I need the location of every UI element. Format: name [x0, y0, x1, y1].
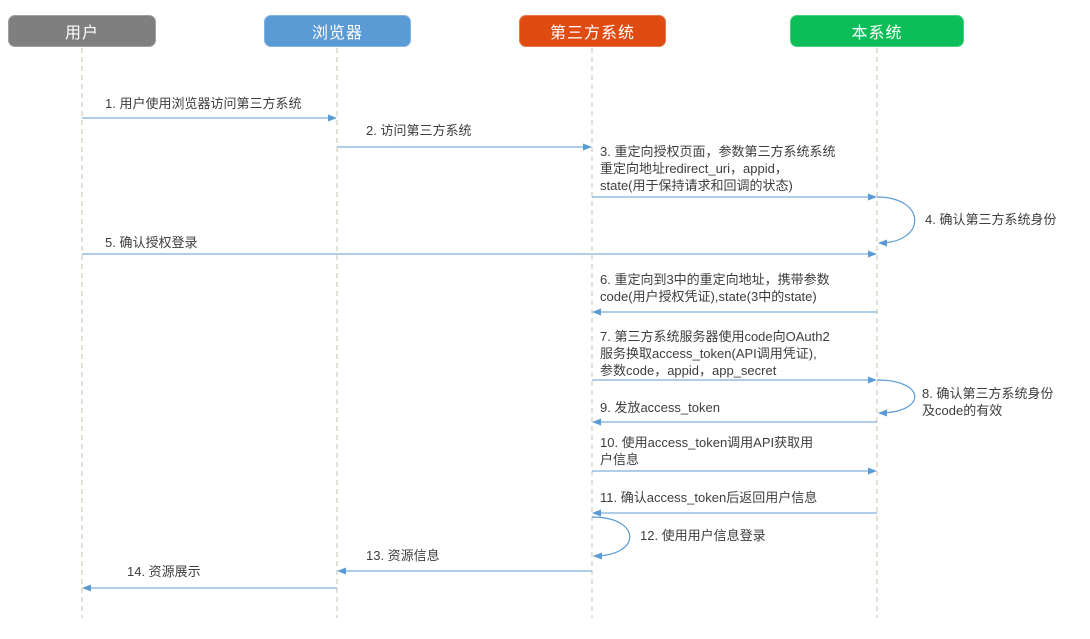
message-arrowhead-13 [337, 567, 346, 575]
message-label-10: 10. 使用access_token调用API获取用 户信息 [600, 435, 814, 467]
actor-label-third: 第三方系统 [549, 25, 635, 42]
message-label-11: 11. 确认access_token后返回用户信息 [600, 490, 818, 505]
message-label-3: 3. 重定向授权页面，参数第三方系统系统 重定向地址redirect_uri，a… [600, 144, 836, 193]
self-loop-12 [591, 516, 631, 557]
actor-box-user: 用户 [8, 15, 156, 47]
message-label-6: 6. 重定向到3中的重定向地址，携带参数 code(用户授权凭证),state(… [600, 272, 830, 304]
message-arrowhead-1 [328, 114, 337, 122]
message-arrowhead-9 [592, 418, 601, 426]
actor-box-system: 本系统 [790, 15, 964, 47]
actor-label-system: 本系统 [851, 25, 903, 42]
self-loop-arrowhead-4 [878, 239, 887, 247]
self-loop-arrowhead-12 [593, 552, 602, 560]
message-label-2: 2. 访问第三方系统 [366, 123, 472, 138]
message-arrowhead-7 [868, 376, 877, 384]
actor-box-browser: 浏览器 [264, 15, 411, 47]
message-label-14: 14. 资源展示 [127, 564, 201, 579]
message-arrowhead-6 [592, 308, 601, 316]
actor-label-user: 用户 [64, 25, 99, 42]
actor-label-browser: 浏览器 [311, 25, 363, 42]
message-arrowhead-14 [82, 584, 91, 592]
message-arrowhead-10 [868, 467, 877, 475]
message-label-13: 13. 资源信息 [366, 548, 440, 563]
message-arrowhead-2 [583, 143, 592, 151]
message-label-8: 8. 确认第三方系统身份 及code的有效 [922, 386, 1054, 418]
message-label-1: 1. 用户使用浏览器访问第三方系统 [105, 96, 302, 111]
actor-box-third: 第三方系统 [519, 15, 666, 47]
message-arrowhead-11 [592, 509, 601, 517]
message-label-5: 5. 确认授权登录 [105, 235, 198, 250]
self-loop-8 [876, 379, 916, 414]
message-label-12: 12. 使用用户信息登录 [640, 528, 766, 543]
message-arrowhead-5 [868, 250, 877, 258]
message-arrowhead-3 [868, 193, 877, 201]
message-label-9: 9. 发放access_token [600, 400, 720, 415]
message-label-7: 7. 第三方系统服务器使用code向OAuth2 服务换取access_toke… [600, 329, 830, 378]
message-label-4: 4. 确认第三方系统身份 [925, 212, 1057, 227]
self-loop-arrowhead-8 [878, 409, 887, 417]
self-loop-4 [876, 196, 916, 244]
